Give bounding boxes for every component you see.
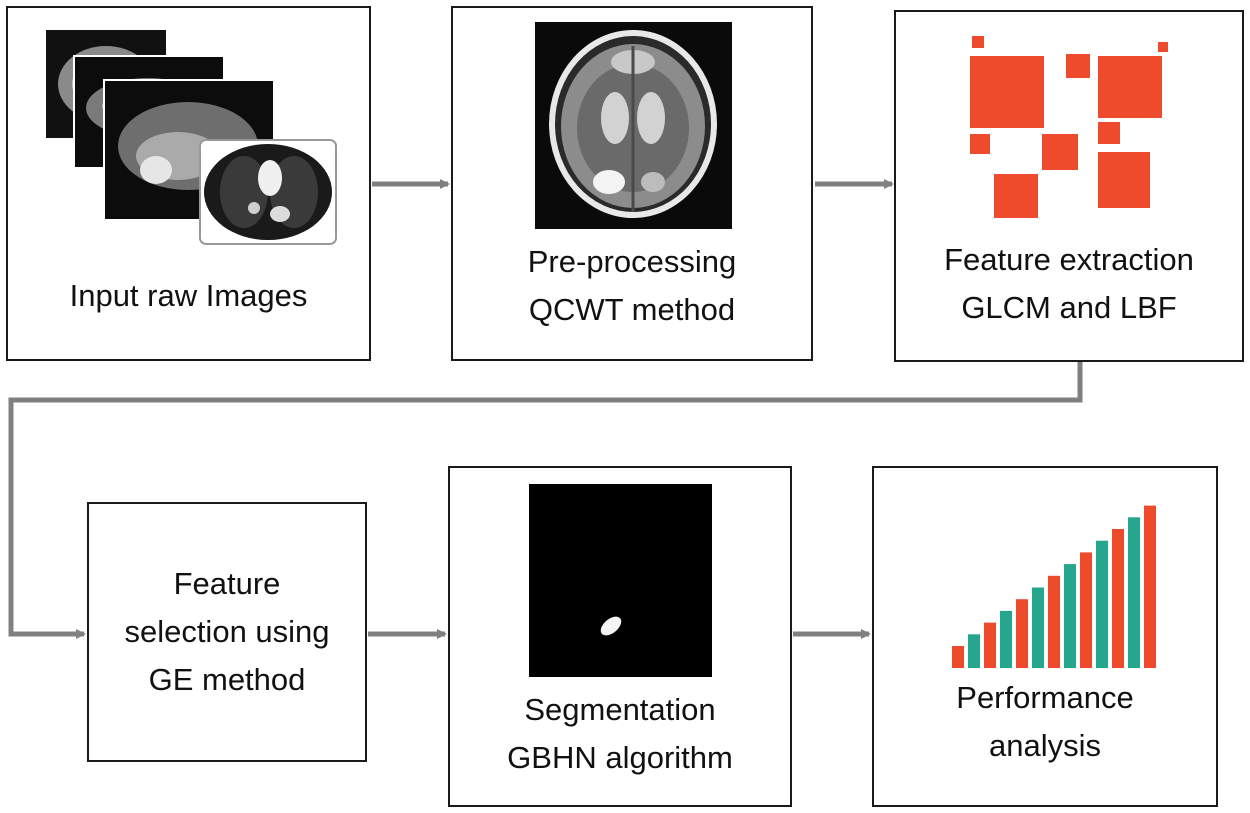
icon-bar xyxy=(1048,575,1060,668)
icon-bar xyxy=(1112,529,1124,668)
step-performance-label-line1: Performance xyxy=(956,680,1134,715)
red-squares-icon xyxy=(970,36,1168,218)
step-input-label: Input raw Images xyxy=(69,278,308,313)
step-segmentation-label-line1: Segmentation xyxy=(524,692,716,727)
icon-bar xyxy=(1080,552,1092,668)
step-performance-box: Performance analysis xyxy=(872,466,1218,807)
step-feature-selection-label-line1: Feature xyxy=(173,566,281,601)
step-feature-selection-label-line2: selection using xyxy=(124,614,330,649)
segmentation-mask-icon xyxy=(529,484,712,677)
step-segmentation-box: Segmentation GBHN algorithm xyxy=(448,466,792,807)
brain-mri-icon xyxy=(535,22,732,229)
step-performance-label-line2: analysis xyxy=(989,728,1101,763)
step-feature-extraction-label-line2: GLCM and LBF xyxy=(961,290,1177,325)
icon-bar xyxy=(952,646,964,668)
bar-chart-icon xyxy=(952,505,1156,668)
icon-bar xyxy=(1128,517,1140,668)
mri-ct-stack-icon xyxy=(46,30,337,245)
icon-bar xyxy=(1144,505,1156,668)
icon-bar xyxy=(1032,587,1044,668)
step-preprocess-box: Pre-processing QCWT method xyxy=(451,6,813,361)
icon-bar xyxy=(1096,540,1108,668)
icon-bar xyxy=(1064,564,1076,668)
icon-bar xyxy=(1016,599,1028,668)
arrow-extraction-to-selection xyxy=(8,362,1083,639)
icon-bar xyxy=(968,634,980,668)
step-feature-selection-label-line3: GE method xyxy=(148,662,306,697)
icon-bar xyxy=(984,622,996,668)
icon-bar xyxy=(1000,610,1012,668)
step-input-box: Input raw Images xyxy=(6,6,371,361)
step-segmentation-label-line2: GBHN algorithm xyxy=(507,740,733,775)
step-feature-extraction-box: Feature extraction GLCM and LBF xyxy=(894,10,1244,362)
step-preprocess-label-line2: QCWT method xyxy=(528,292,736,327)
step-feature-extraction-label-line1: Feature extraction xyxy=(944,242,1194,277)
step-preprocess-label-line1: Pre-processing xyxy=(527,244,737,279)
step-feature-selection-box: Feature selection using GE method xyxy=(87,502,367,762)
